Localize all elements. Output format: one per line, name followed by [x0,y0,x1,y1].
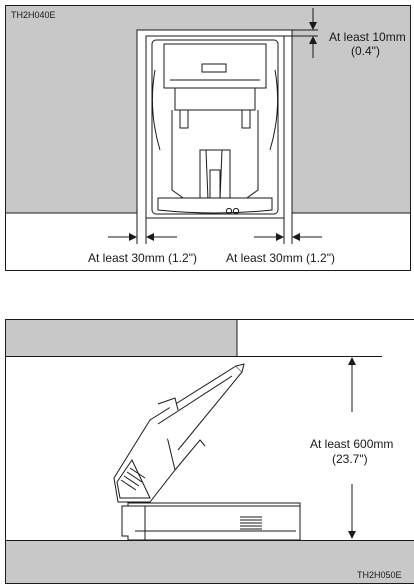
left-clearance-dimension [108,213,177,244]
top-figure-code: TH2H040E [11,10,56,20]
ceiling-area [6,320,237,356]
right-clearance-label: At least 30mm (1.2") [226,251,335,265]
height-clearance-label-line2: (23.7") [332,452,368,466]
top-clearance-label-line2: (0.4") [351,44,380,58]
top-view-figure: At least 10mm (0.4") At least 30mm (1.2"… [5,5,411,271]
scanner-top-view [145,35,285,219]
wall-area [6,6,410,213]
floor-area [6,540,414,583]
height-clearance-label-line1: At least 600mm [310,437,393,451]
right-clearance-dimension [254,213,322,244]
left-clearance-label: At least 30mm (1.2") [88,251,197,265]
top-clearance-dimension [284,8,318,58]
bottom-figure-code: TH2H050E [357,570,402,580]
scanner-side-view [113,363,301,541]
wall-outline [6,29,410,214]
side-view-figure: At least 600mm (23.7") TH2H050E [5,319,414,584]
top-clearance-label-line1: At least 10mm [329,30,406,44]
